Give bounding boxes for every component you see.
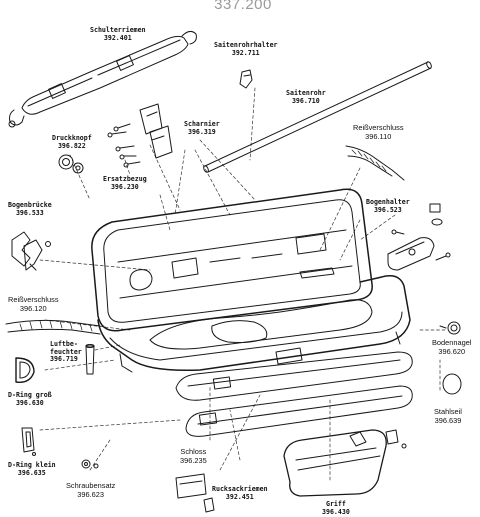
page-number: 337.200 — [214, 0, 272, 13]
press-stud-drawing — [58, 154, 84, 174]
zipper-top-drawing — [345, 145, 405, 181]
hinge-drawing — [107, 103, 173, 168]
zipper-left-drawing — [5, 319, 101, 335]
steel-cable-drawing — [442, 373, 462, 395]
bow-holder-drawing — [387, 203, 451, 271]
shoulder-strap-drawing — [8, 30, 197, 128]
humidifier-drawing — [85, 344, 95, 375]
leader-lines — [39, 87, 446, 481]
string-tube-holder-drawing — [239, 69, 253, 89]
d-ring-large-drawing — [15, 357, 35, 383]
case-body-drawing — [97, 274, 411, 373]
lock-drawing — [175, 473, 215, 513]
foot-stud-drawing — [439, 321, 461, 335]
case-lid-drawing — [91, 188, 373, 332]
d-ring-small-drawing — [21, 427, 36, 456]
screw-set-drawing — [81, 459, 99, 469]
backpack-straps-drawing — [175, 351, 413, 437]
handle-drawing — [283, 429, 407, 497]
bow-bridge-drawing — [11, 231, 51, 271]
string-tube-drawing — [203, 61, 432, 173]
